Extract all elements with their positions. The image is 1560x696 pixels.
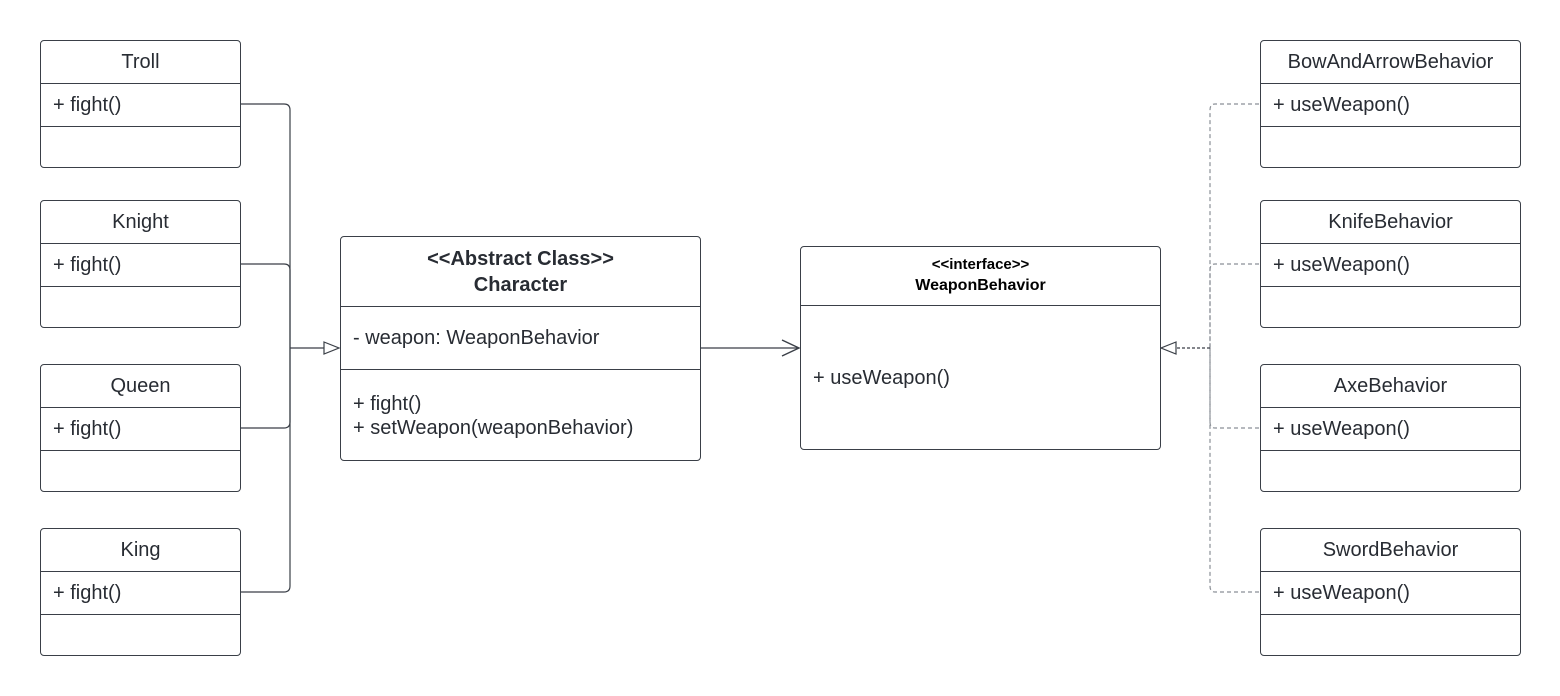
methods-section: + fight() — [41, 572, 240, 615]
realization-line-axe — [1209, 348, 1259, 429]
methods-section: + fight() — [41, 408, 240, 451]
class-header: <<Abstract Class>> Character — [341, 237, 700, 307]
empty-section — [41, 451, 240, 491]
association-arrowhead — [781, 339, 801, 357]
methods-section: + fight() + setWeapon(weaponBehavior) — [341, 370, 700, 460]
interface-stereotype: <<interface>> — [931, 256, 1030, 273]
inheritance-arrowhead — [323, 341, 341, 355]
methods-section: + useWeapon() — [1261, 84, 1520, 127]
method: + useWeapon() — [1273, 254, 1410, 276]
method: + fight() — [53, 582, 122, 604]
empty-section — [41, 615, 240, 655]
interface-header: <<interface>> WeaponBehavior — [801, 247, 1160, 306]
class-box-king[interactable]: King + fight() — [40, 528, 241, 656]
class-name: Knight — [41, 201, 240, 244]
realization-line-bow — [1209, 103, 1259, 348]
empty-section — [41, 287, 240, 327]
realization-line-knife — [1209, 263, 1259, 348]
class-name: BowAndArrowBehavior — [1261, 41, 1520, 84]
method: + useWeapon() — [1273, 582, 1410, 604]
class-box-character[interactable]: <<Abstract Class>> Character - weapon: W… — [340, 236, 701, 461]
empty-section — [1261, 127, 1520, 167]
class-name: AxeBehavior — [1261, 365, 1520, 408]
methods-section: + fight() — [41, 84, 240, 127]
interface-box-weapon-behavior[interactable]: <<interface>> WeaponBehavior + useWeapon… — [800, 246, 1161, 450]
methods-section: + useWeapon() — [801, 306, 1160, 449]
method: + fight() — [53, 418, 122, 440]
methods-section: + fight() — [41, 244, 240, 287]
method: + fight() — [353, 392, 422, 415]
methods-section: + useWeapon() — [1261, 572, 1520, 615]
class-name: KnifeBehavior — [1261, 201, 1520, 244]
methods-section: + useWeapon() — [1261, 244, 1520, 287]
class-name: SwordBehavior — [1261, 529, 1520, 572]
method: + useWeapon() — [1273, 94, 1410, 116]
class-name: Character — [473, 273, 568, 296]
class-box-troll[interactable]: Troll + fight() — [40, 40, 241, 168]
method: + setWeapon(weaponBehavior) — [353, 416, 634, 439]
interface-name: WeaponBehavior — [915, 277, 1046, 294]
inheritance-line-queen — [240, 348, 291, 429]
empty-section — [1261, 287, 1520, 327]
inheritance-line-knight — [240, 263, 291, 348]
class-name: Queen — [41, 365, 240, 408]
class-name: Troll — [41, 41, 240, 84]
method: + useWeapon() — [813, 366, 950, 389]
class-box-axe-behavior[interactable]: AxeBehavior + useWeapon() — [1260, 364, 1521, 492]
method: + fight() — [53, 94, 122, 116]
realization-line-sword — [1209, 348, 1259, 593]
class-box-queen[interactable]: Queen + fight() — [40, 364, 241, 492]
empty-section — [41, 127, 240, 167]
class-box-bow-and-arrow-behavior[interactable]: BowAndArrowBehavior + useWeapon() — [1260, 40, 1521, 168]
class-name: King — [41, 529, 240, 572]
inheritance-line-king — [240, 348, 291, 593]
class-box-knight[interactable]: Knight + fight() — [40, 200, 241, 328]
empty-section — [1261, 451, 1520, 491]
class-stereotype: <<Abstract Class>> — [427, 247, 614, 270]
attribute: - weapon: WeaponBehavior — [353, 327, 600, 349]
class-box-knife-behavior[interactable]: KnifeBehavior + useWeapon() — [1260, 200, 1521, 328]
method: + useWeapon() — [1273, 418, 1410, 440]
class-box-sword-behavior[interactable]: SwordBehavior + useWeapon() — [1260, 528, 1521, 656]
attributes-section: - weapon: WeaponBehavior — [341, 307, 700, 370]
empty-section — [1261, 615, 1520, 655]
methods-section: + useWeapon() — [1261, 408, 1520, 451]
realization-arrowhead — [1159, 341, 1177, 355]
method: + fight() — [53, 254, 122, 276]
inheritance-line-troll — [240, 103, 291, 348]
